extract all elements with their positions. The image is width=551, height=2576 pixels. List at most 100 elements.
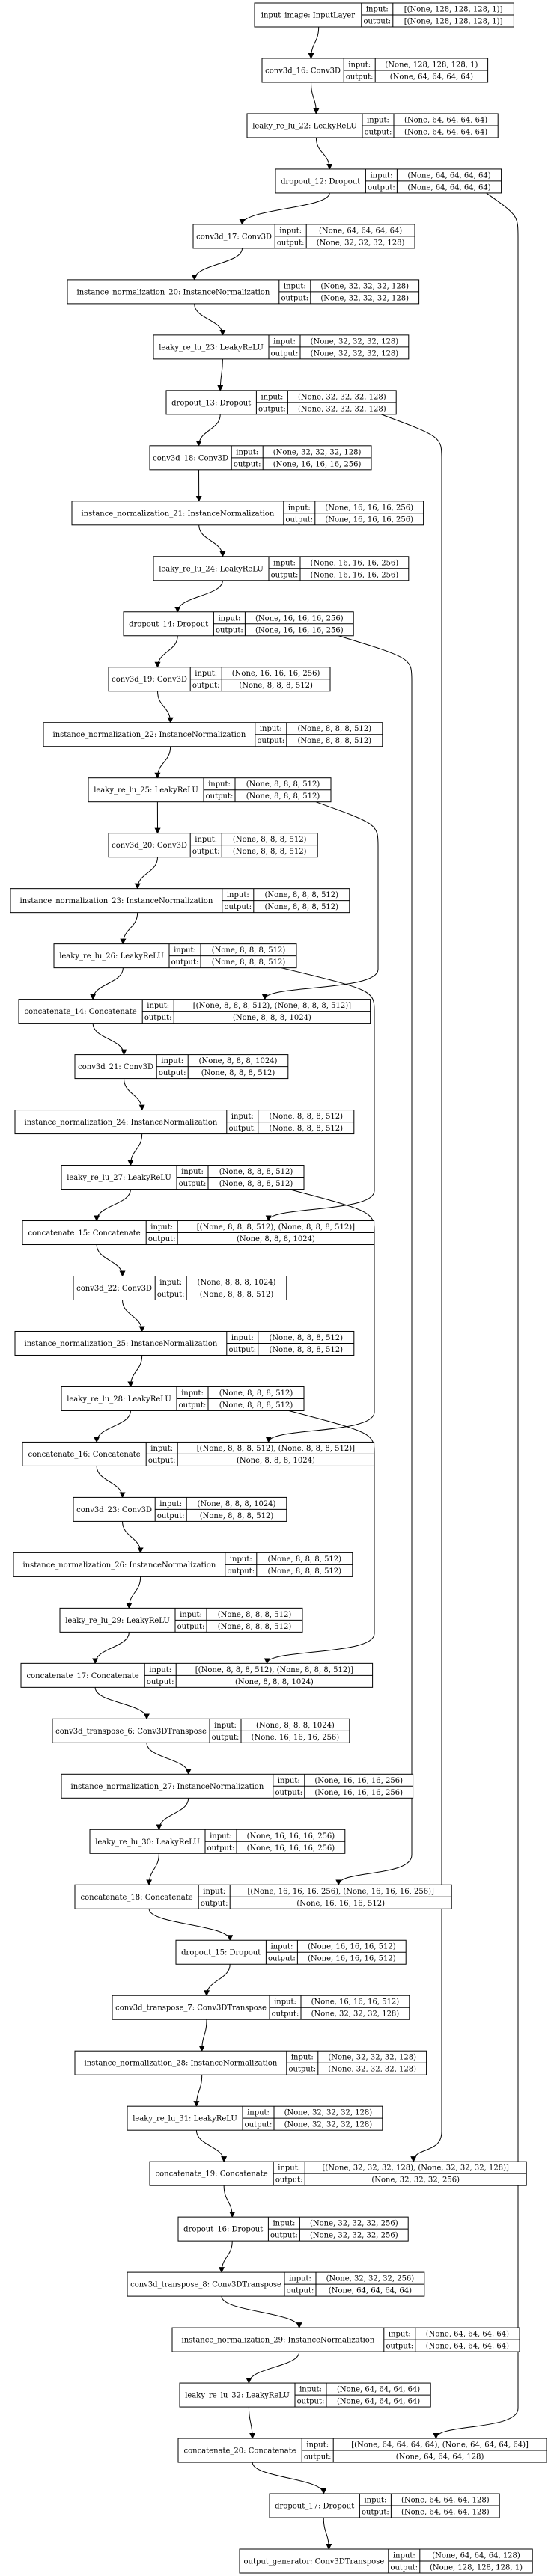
output-shape: (None, 32, 32, 32, 256) [310, 2232, 398, 2240]
edge [92, 1632, 130, 1665]
layer-name: conv3d_transpose_7: Conv3DTranspose [115, 2004, 267, 2013]
edge [154, 635, 178, 668]
output-label: output: [192, 848, 220, 856]
layer-node: leaky_re_lu_25: LeakyReLUinput:output:(N… [88, 777, 332, 803]
input-shape: (None, 8, 8, 8, 512) [212, 946, 286, 955]
layer-node: instance_normalization_25: InstanceNorma… [14, 1330, 355, 1356]
layer-name: leaky_re_lu_26: LeakyReLU [59, 952, 164, 961]
output-label: output: [171, 958, 199, 967]
input-shape: (None, 32, 32, 32, 128) [284, 2109, 373, 2117]
edge [154, 746, 171, 779]
input-label: input: [260, 725, 282, 733]
output-shape: (None, 8, 8, 8, 1024) [233, 1014, 311, 1022]
output-shape: (None, 16, 16, 16, 512) [308, 1955, 396, 1963]
edge [127, 1133, 143, 1166]
output-shape: (None, 16, 16, 16, 256) [311, 571, 399, 579]
layer-node: leaky_re_lu_27: LeakyReLUinput:output:(N… [61, 1165, 305, 1190]
input-label: input: [181, 1168, 204, 1176]
input-label: input: [181, 1389, 204, 1398]
edge [126, 1576, 141, 1609]
output-label: output: [245, 2121, 273, 2129]
input-shape: (None, 32, 32, 32, 128) [311, 337, 399, 346]
output-shape: (None, 8, 8, 8, 512) [200, 1291, 274, 1299]
layer-name: instance_normalization_28: InstanceNorma… [85, 2060, 278, 2068]
input-shape: (None, 128, 128, 128, 1) [385, 61, 478, 69]
output-label: output: [271, 571, 299, 579]
output-label: output: [201, 1900, 228, 1908]
layer-name: dropout_16: Dropout [183, 2226, 263, 2234]
input-shape: (None, 8, 8, 8, 512) [219, 1168, 293, 1176]
input-shape: (None, 16, 16, 16, 256) [314, 1777, 403, 1785]
input-label: input: [147, 1002, 169, 1010]
layer-name: conv3d_19: Conv3D [112, 676, 187, 684]
input-shape: [(None, 64, 64, 64, 64), (None, 64, 64, … [351, 2441, 529, 2450]
output-shape: (None, 64, 64, 64, 64) [390, 73, 473, 81]
input-label: input: [389, 2331, 411, 2339]
layer-node: leaky_re_lu_29: LeakyReLUinput:output:(N… [59, 1607, 303, 1633]
layer-node: instance_normalization_27: InstanceNorma… [61, 1773, 414, 1799]
layer-name: leaky_re_lu_30: LeakyReLU [95, 1838, 200, 1847]
edge [193, 2075, 203, 2108]
layer-name: conv3d_20: Conv3D [112, 842, 187, 850]
output-shape: (None, 8, 8, 8, 512) [218, 1623, 292, 1631]
layer-node: conv3d_transpose_6: Conv3DTransposeinput… [52, 1718, 350, 1743]
layer-node: instance_normalization_24: InstanceNorma… [14, 1110, 355, 1135]
input-shape: [(None, 128, 128, 128, 1)] [404, 6, 503, 14]
input-label: input: [218, 614, 240, 622]
input-shape: (None, 8, 8, 8, 512) [233, 836, 307, 844]
layer-node: leaky_re_lu_26: LeakyReLU input: output: (N… [53, 943, 297, 969]
output-label: output: [390, 2564, 418, 2572]
input-label: input: [180, 1611, 202, 1619]
output-label: output: [287, 2287, 314, 2295]
output-label: output: [257, 737, 284, 745]
output-shape: (None, 32, 32, 32, 128) [284, 2121, 373, 2129]
output-shape: (None, 8, 8, 8, 512) [233, 848, 307, 856]
edges [90, 26, 519, 2550]
input-label: input: [366, 6, 389, 14]
edge [217, 358, 224, 391]
layer-name: conv3d_transpose_8: Conv3DTranspose [130, 2281, 281, 2289]
layer-name: instance_normalization_23: InstanceNorma… [20, 897, 213, 905]
output-label: output: [206, 792, 234, 801]
layer-node: leaky_re_lu_22: LeakyReLUinput:output:(N… [246, 113, 499, 138]
input-label: input: [159, 1500, 182, 1508]
edge [239, 192, 330, 225]
input-label: input: [393, 2552, 415, 2560]
layer-name: concatenate_19: Concatenate [156, 2170, 268, 2179]
skip-edge [264, 1410, 375, 1665]
input-label: input: [227, 891, 249, 899]
input-label: input: [279, 227, 302, 235]
output-shape: (None, 8, 8, 8, 512) [265, 903, 339, 911]
input-label: input: [274, 1998, 296, 2007]
edge [134, 857, 159, 890]
input-label: input: [236, 448, 258, 456]
input-shape: (None, 64, 64, 64, 64) [426, 2331, 509, 2339]
layer-name: leaky_re_lu_28: LeakyReLU [67, 1395, 171, 1404]
output-shape: (None, 8, 8, 8, 512) [246, 792, 320, 801]
input-label: input: [270, 1943, 293, 1951]
output-shape: (None, 8, 8, 8, 1024) [237, 1457, 315, 1465]
output-label: output: [192, 682, 220, 690]
layer-name: concatenate_18: Concatenate [81, 1894, 193, 1902]
output-label: output: [272, 2010, 299, 2019]
output-shape: (None, 16, 16, 16, 256) [273, 460, 362, 468]
output-label: output: [224, 903, 252, 911]
input-label: input: [289, 2275, 311, 2283]
layer-name: instance_normalization_26: InstanceNorma… [23, 1561, 216, 1570]
output-shape: (None, 32, 32, 32, 128) [317, 239, 405, 247]
output-shape: (None, 8, 8, 8, 512) [201, 1069, 276, 1077]
input-label: input: [261, 393, 283, 401]
input-label: input: [364, 2497, 386, 2505]
input-shape: (None, 32, 32, 32, 256) [310, 2220, 398, 2228]
output-shape: (None, 16, 16, 16, 256) [325, 515, 413, 524]
skip-edge [433, 192, 519, 2440]
input-label: input: [174, 946, 196, 955]
input-shape: (None, 64, 64, 64, 64) [407, 171, 490, 180]
edge [194, 303, 226, 336]
layer-name: conv3d_23: Conv3D [76, 1506, 152, 1514]
output-label: output: [144, 1014, 172, 1022]
